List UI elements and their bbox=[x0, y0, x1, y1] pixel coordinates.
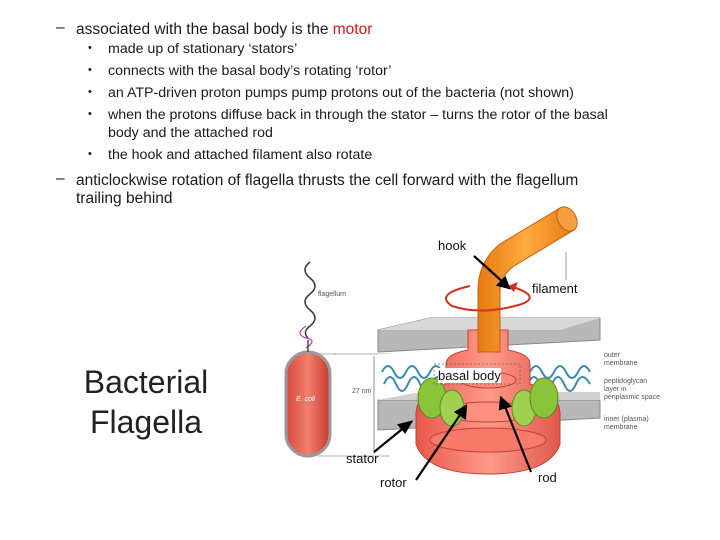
sub-item-hook: the hook and attached filament also rota… bbox=[108, 147, 373, 163]
label-basal-body: basal body bbox=[438, 368, 501, 383]
flagellum-wave bbox=[304, 261, 316, 339]
bullet-rotation-cont: trailing behind bbox=[76, 190, 173, 207]
bullet-dot: • bbox=[88, 86, 92, 98]
bullet-motor: associated with the basal body is the mo… bbox=[76, 20, 372, 39]
ecoli-cell bbox=[284, 350, 332, 458]
bullet-dot: • bbox=[88, 64, 92, 76]
basal-body-box bbox=[433, 363, 521, 385]
label-27nm: 27 nm bbox=[352, 388, 372, 395]
sub-item-rotor: connects with the basal body’s rotating … bbox=[108, 63, 392, 79]
sub-item-diffuse: when the protons diffuse back in through… bbox=[108, 107, 608, 123]
title-line-2: Flagella bbox=[89, 404, 203, 440]
sub-item-diffuse-cont: body and the attached rod bbox=[108, 125, 273, 141]
bullet-dot: • bbox=[88, 148, 92, 160]
motor-highlight: motor bbox=[332, 21, 373, 38]
slide-title: Bacterial Flagella bbox=[70, 362, 222, 442]
dash-marker: – bbox=[56, 19, 65, 36]
rotor-ring bbox=[429, 427, 547, 453]
bullet-motor-text: associated with the basal body is the bbox=[76, 21, 333, 38]
label-ecoli: E. coli bbox=[296, 396, 316, 403]
bullet-dot: • bbox=[88, 42, 92, 54]
filament-tip bbox=[556, 206, 578, 232]
bullet-dot: • bbox=[88, 108, 92, 120]
label-stator: stator bbox=[346, 451, 379, 466]
title-line-1: Bacterial bbox=[83, 364, 209, 400]
label-arrows bbox=[373, 255, 533, 481]
bullet-rotation: anticlockwise rotation of flagella thrus… bbox=[76, 172, 579, 189]
rotation-arrow bbox=[445, 285, 531, 312]
rotation-arrow-small bbox=[299, 325, 313, 349]
label-hook: hook bbox=[438, 238, 467, 253]
label-rotor: rotor bbox=[380, 475, 407, 490]
sub-item-proton-pump: an ATP-driven proton pumps pump protons … bbox=[108, 85, 574, 101]
label-inner-membrane: inner (plasma)membrane bbox=[604, 416, 649, 431]
label-rod: rod bbox=[538, 470, 557, 485]
dash-marker: – bbox=[56, 170, 65, 187]
label-flagellum-small: flagellum bbox=[318, 291, 347, 298]
label-filament: filament bbox=[532, 281, 578, 296]
sub-item-stators: made up of stationary ‘stators’ bbox=[108, 41, 298, 57]
rotation-arrow-head bbox=[508, 282, 518, 292]
